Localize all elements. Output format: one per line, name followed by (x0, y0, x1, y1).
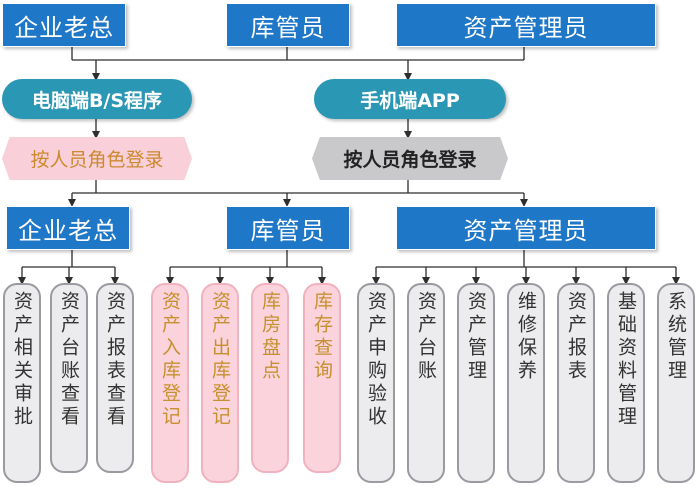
function-card: 资产报表查看 (96, 283, 134, 473)
function-card: 维修保养 (507, 283, 545, 483)
platform-pc: 电脑端B/S程序 (2, 79, 192, 119)
function-card: 资产入库登记 (151, 283, 189, 483)
function-card: 基础资料管理 (607, 283, 645, 483)
login-mobile: 按人员角色登录 (312, 137, 508, 180)
role-asset-manager: 资产管理员 (396, 206, 656, 250)
function-card: 资产报表 (557, 283, 595, 483)
top-role-boss: 企业老总 (2, 3, 126, 47)
function-card: 库存查询 (303, 283, 341, 473)
role-boss: 企业老总 (6, 206, 130, 250)
function-card: 资产相关审批 (3, 283, 41, 483)
function-card: 资产管理 (457, 283, 495, 483)
role-warehouse-keeper: 库管员 (226, 206, 350, 250)
function-card: 资产出库登记 (201, 283, 239, 483)
function-card: 库房盘点 (251, 283, 289, 473)
function-card: 资产台账 (407, 283, 445, 483)
function-card: 系统管理 (657, 283, 695, 483)
login-pc: 按人员角色登录 (2, 137, 192, 180)
function-card: 资产申购验收 (357, 283, 395, 483)
platform-mobile: 手机端APP (314, 79, 506, 119)
top-role-asset-manager: 资产管理员 (396, 3, 656, 47)
function-card: 资产台账查看 (50, 283, 88, 473)
top-role-warehouse-keeper: 库管员 (226, 3, 350, 47)
